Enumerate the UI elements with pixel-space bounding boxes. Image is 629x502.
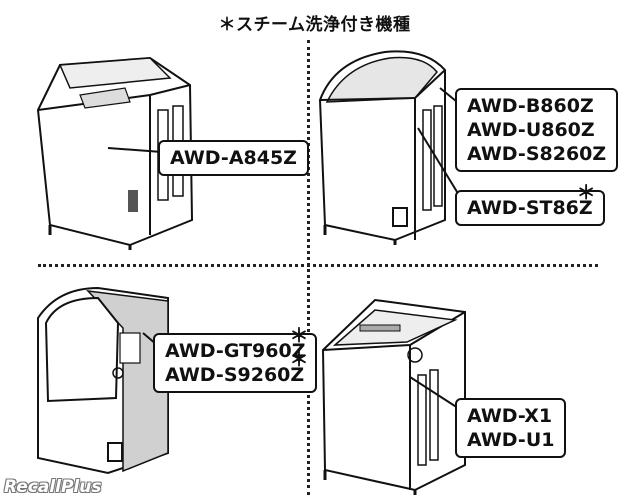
model-label-a845z: AWD-A845Z — [158, 140, 309, 176]
model-label-gt960z-group: AWD-GT960Z＊ AWD-S9260Z＊ — [153, 325, 318, 393]
model-name: AWD-B860Z — [467, 95, 594, 117]
horizontal-divider — [38, 264, 598, 267]
steam-asterisk: ＊ — [289, 325, 309, 347]
model-name: AWD-GT960Z — [165, 340, 306, 362]
model-label-x1-group: AWD-X1 AWD-U1 — [455, 398, 567, 458]
washer-illustration-x1 — [321, 298, 466, 495]
model-label-st86z: AWD-ST86Z＊ — [455, 182, 605, 226]
model-name: AWD-ST86Z — [467, 197, 593, 219]
model-name: AWD-U1 — [467, 429, 555, 451]
steam-asterisk: ＊ — [289, 349, 309, 371]
model-name: AWD-S8260Z — [467, 143, 607, 165]
model-label-b860z-group: AWD-B860Z AWD-U860Z AWD-S8260Z — [455, 88, 619, 172]
model-name: AWD-A845Z — [170, 147, 297, 169]
washer-illustration-b860z — [318, 50, 446, 245]
model-name: AWD-X1 — [467, 405, 553, 427]
vertical-divider — [307, 40, 310, 495]
steam-asterisk: ＊ — [576, 182, 596, 204]
model-name: AWD-S9260Z — [165, 364, 305, 386]
watermark: RecallPlus — [4, 477, 102, 497]
model-name: AWD-U860Z — [467, 119, 595, 141]
page-title: ＊スチーム洗浄付き機種 — [218, 15, 411, 35]
